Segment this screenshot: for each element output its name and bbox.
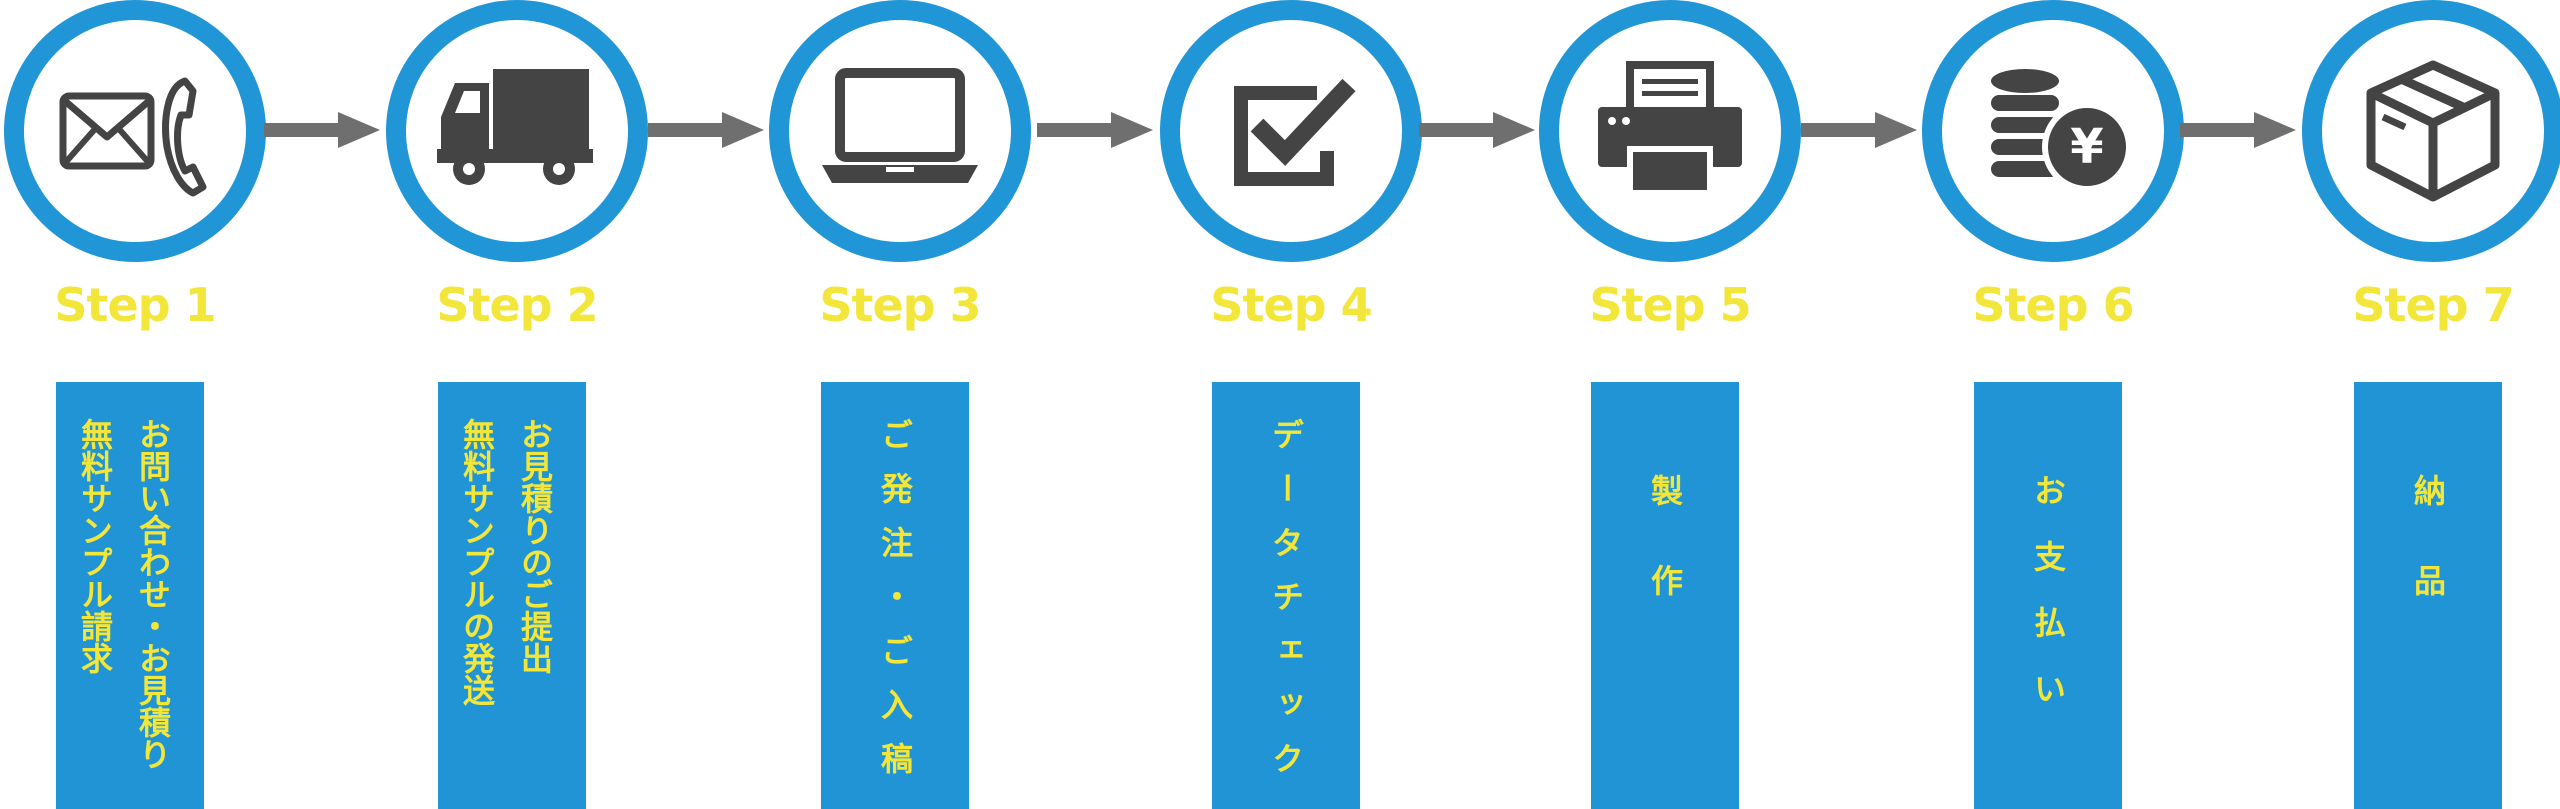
arrow-right-icon xyxy=(1037,112,1153,148)
step-5: Step 5 製作 xyxy=(1535,0,1805,809)
step-label: Step 4 xyxy=(1210,278,1372,332)
arrow-right-icon xyxy=(264,112,380,148)
step-1: Step 1 お問い合わせ・お見積り 無料サンプル請求 xyxy=(0,0,270,809)
arrow-right-icon xyxy=(1801,112,1917,148)
step-description: 納品 xyxy=(2409,474,2447,654)
step-description-bar: お見積りのご提出 無料サンプルの発送 xyxy=(438,382,586,809)
arrow-right-icon xyxy=(1419,112,1535,148)
arrow-right-icon xyxy=(648,112,764,148)
step-label: Step 7 xyxy=(2352,278,2514,332)
coins-yen-icon: ¥ xyxy=(1991,69,2132,192)
step-6: ¥ Step 6 お支払い xyxy=(1918,0,2188,809)
step-2: Step 2 お見積りのご提出 無料サンプルの発送 xyxy=(382,0,652,809)
step-label: Step 3 xyxy=(819,278,981,332)
step-3-circle xyxy=(769,0,1031,262)
step-description: ご発注・ご入稿 xyxy=(876,418,914,796)
step-6-circle: ¥ xyxy=(1922,0,2184,262)
arrow-right-icon xyxy=(2180,112,2296,148)
step-2-circle xyxy=(386,0,648,262)
step-label: Step 2 xyxy=(436,278,598,332)
mail-phone-icon xyxy=(59,77,207,197)
step-description-bar: 納品 xyxy=(2354,382,2502,809)
step-description: お支払い xyxy=(2029,474,2067,738)
truck-icon xyxy=(437,69,593,185)
step-7-circle xyxy=(2302,0,2560,262)
step-1-circle xyxy=(4,0,266,262)
svg-text:¥: ¥ xyxy=(2070,119,2103,175)
package-box-icon xyxy=(2366,60,2500,202)
step-4: Step 4 データチェック xyxy=(1156,0,1426,809)
step-4-circle xyxy=(1160,0,1422,262)
step-3: Step 3 ご発注・ご入稿 xyxy=(765,0,1035,809)
printer-icon xyxy=(1598,61,1742,196)
step-label: Step 1 xyxy=(54,278,216,332)
step-label: Step 6 xyxy=(1972,278,2134,332)
laptop-icon xyxy=(822,68,978,183)
checkbox-icon xyxy=(1234,78,1356,186)
step-description-bar: ご発注・ご入稿 xyxy=(821,382,969,809)
step-description: お見積りのご提出 無料サンプルの発送 xyxy=(458,418,554,706)
step-description: 製作 xyxy=(1646,474,1684,654)
step-description-bar: お問い合わせ・お見積り 無料サンプル請求 xyxy=(56,382,204,809)
step-description-bar: お支払い xyxy=(1974,382,2122,809)
step-description-bar: データチェック xyxy=(1212,382,1360,809)
step-7: Step 7 納品 xyxy=(2298,0,2560,809)
step-label: Step 5 xyxy=(1589,278,1751,332)
step-description-bar: 製作 xyxy=(1591,382,1739,809)
step-description: データチェック xyxy=(1267,418,1305,796)
step-5-circle xyxy=(1539,0,1801,262)
step-description: お問い合わせ・お見積り 無料サンプル請求 xyxy=(76,418,172,770)
